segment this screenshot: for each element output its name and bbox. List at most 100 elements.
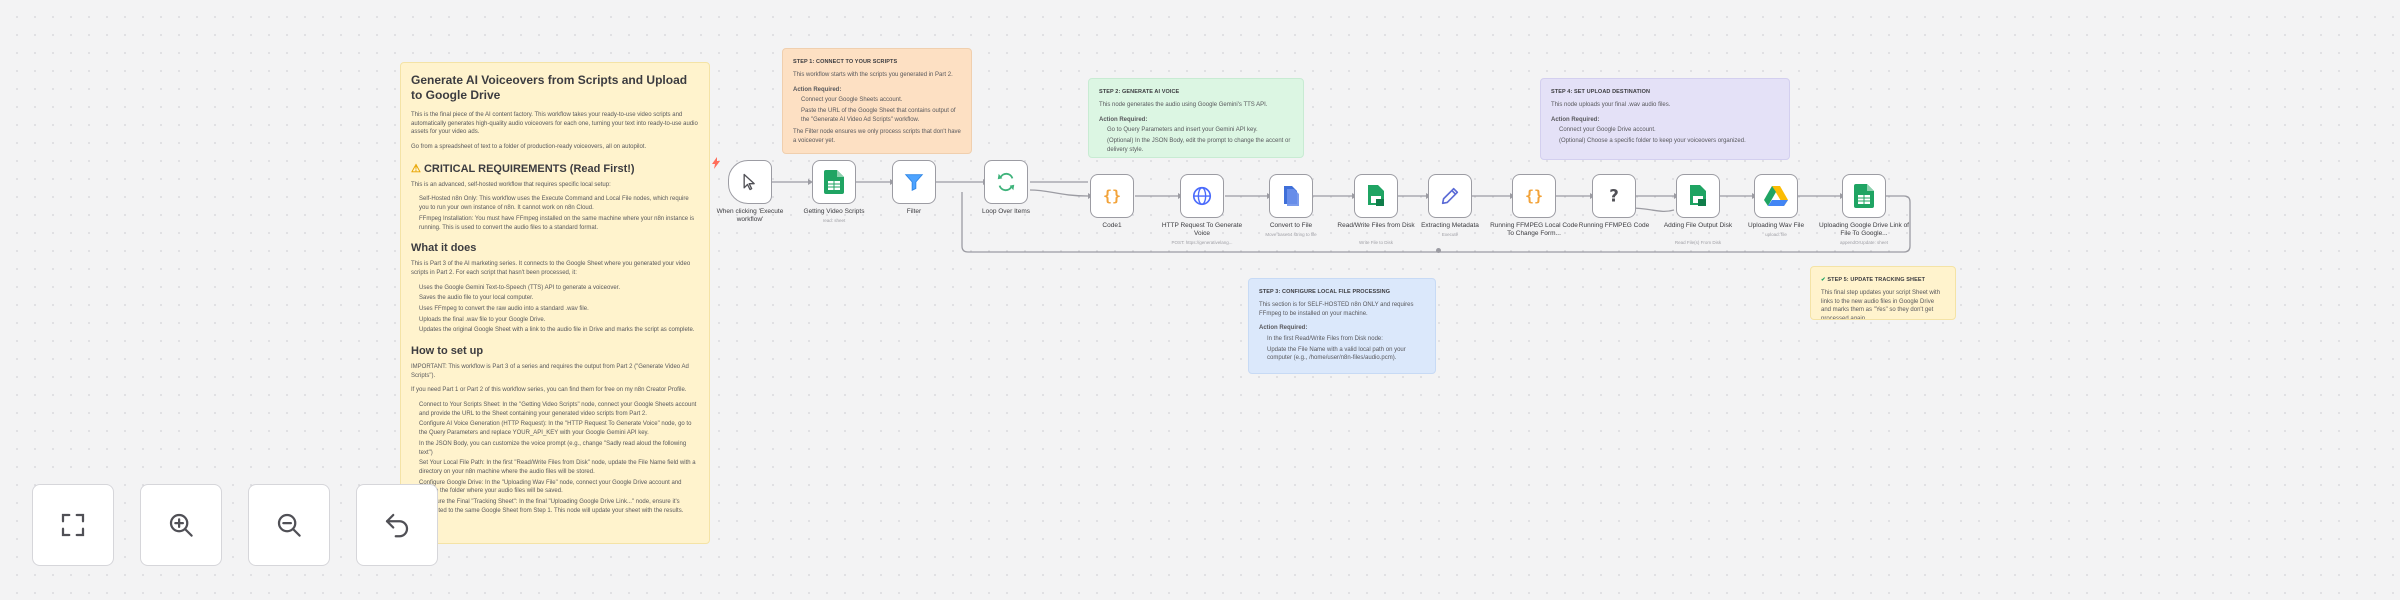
setup-item: Set Your Local File Path: In the first "… [419, 460, 696, 475]
node-label: When clicking 'Execute workflow' [716, 208, 784, 223]
step5-sticky-note[interactable]: ✔ STEP 5: UPDATE TRACKING SHEET This fin… [1810, 266, 1956, 320]
step3-sticky-note[interactable]: STEP 3: CONFIGURE LOCAL FILE PROCESSING … [1248, 278, 1436, 374]
node-label: Adding File Output Disk [1663, 222, 1733, 229]
code-icon: {} [1525, 187, 1543, 205]
node-http-request[interactable] [1180, 174, 1224, 218]
node-label: Getting Video Scripts [803, 208, 865, 215]
step2-sticky-note[interactable]: STEP 2: GENERATE AI VOICE This node gene… [1088, 78, 1304, 158]
step2-item: (Optional) In the JSON Body, edit the pr… [1107, 138, 1291, 153]
google-sheets-icon [824, 170, 844, 194]
step1-heading: STEP 1: CONNECT TO YOUR SCRIPTS [793, 59, 898, 65]
critical-item: Self-Hosted n8n Only: This workflow uses… [419, 196, 689, 212]
critical-intro: This is an advanced, self-hosted workflo… [411, 181, 611, 188]
google-drive-icon [1764, 186, 1788, 206]
code-icon: {} [1103, 187, 1121, 205]
convert-file-icon [1284, 186, 1299, 206]
what-item: Uses FFmpeg to convert the raw audio int… [419, 305, 589, 312]
step1-sticky-note[interactable]: STEP 1: CONNECT TO YOUR SCRIPTS This wor… [782, 48, 972, 154]
step5-text: This final step updates your script Shee… [1821, 290, 1941, 320]
node-label: Convert to File [1269, 222, 1313, 229]
node-extracting-metadata[interactable] [1428, 174, 1472, 218]
what-item: Saves the audio file to your local compu… [419, 295, 534, 302]
node-uploading-drive-link[interactable] [1842, 174, 1886, 218]
node-loop-over-items[interactable] [984, 160, 1028, 204]
node-running-ffmpeg-local[interactable]: {} [1512, 174, 1556, 218]
node-adding-file-output[interactable] [1676, 174, 1720, 218]
node-label: Loop Over Items [981, 208, 1031, 215]
node-label: Uploading Wav File [1747, 222, 1805, 229]
step5-title: STEP 5: UPDATE TRACKING SHEET [1827, 277, 1926, 283]
cursor-icon [743, 173, 755, 191]
setup-item: Configure AI Voice Generation (HTTP Requ… [419, 421, 692, 437]
setup-item: Configure the Final "Tracking Sheet": In… [419, 498, 684, 514]
node-label: Code1 [1102, 222, 1122, 229]
node-label: Filter [906, 208, 922, 215]
step2-item: Go to Query Parameters and insert your G… [1107, 127, 1258, 134]
step3-item: Update the File Name with a valid local … [1267, 346, 1406, 362]
file-disk-icon [1368, 185, 1384, 206]
checkmark-icon: ✔ [1821, 277, 1826, 283]
node-read-write-files[interactable] [1354, 174, 1398, 218]
node-label: HTTP Request To Generate Voice [1161, 222, 1243, 237]
critical-heading: ⚠ CRITICAL REQUIREMENTS (Read First!) [411, 162, 699, 175]
zoom-in-button[interactable] [140, 484, 222, 566]
undo-icon [385, 513, 409, 538]
node-trigger[interactable] [728, 160, 772, 204]
output-handle[interactable] [1436, 248, 1441, 253]
pencil-icon [1441, 187, 1459, 205]
main-sticky-note[interactable]: Generate AI Voiceovers from Scripts and … [400, 62, 710, 544]
node-code1[interactable]: {} [1090, 174, 1134, 218]
what-item: Uses the Google Gemini Text-to-Speech (T… [419, 284, 620, 291]
loop-icon [997, 172, 1015, 192]
question-icon: ? [1609, 187, 1619, 206]
setup-item: Configure Google Drive: In the "Uploadin… [419, 479, 682, 495]
node-subtitle: Move base64 string to file [1265, 232, 1317, 237]
setup-note: If you need Part 1 or Part 2 of this wor… [411, 387, 687, 394]
setup-item: Connect to Your Scripts Sheet: In the "G… [419, 402, 697, 417]
what-item: Updates the original Google Sheet with a… [419, 327, 695, 334]
node-subtitle: POST: https://generativelang... [1171, 240, 1233, 245]
critical-title: CRITICAL REQUIREMENTS (Read First!) [423, 162, 635, 175]
node-running-ffmpeg-code[interactable]: ? [1592, 174, 1636, 218]
fit-view-button[interactable] [32, 484, 114, 566]
step1-text: This workflow starts with the scripts yo… [793, 72, 953, 78]
step3-action: Action Required: [1259, 325, 1308, 332]
main-intro-2: Go from a spreadsheet of text to a folde… [411, 144, 647, 151]
node-getting-video-scripts[interactable] [812, 160, 856, 204]
step3-text: This section is for SELF-HOSTED n8n ONLY… [1259, 302, 1414, 317]
node-label: Running FFMPEG Local Code To Change Form… [1490, 222, 1578, 237]
node-filter[interactable] [892, 160, 936, 204]
warning-icon: ⚠ [411, 162, 421, 175]
svg-text:?: ? [1609, 187, 1619, 206]
what-item: Uploads the final .wav file to your Goog… [419, 316, 546, 323]
step1-item: Connect your Google Sheets account. [801, 97, 903, 104]
node-convert-to-file[interactable] [1269, 174, 1313, 218]
step3-item: In the first Read/Write Files from Disk … [1267, 336, 1383, 343]
node-label: Read/Write Files from Disk [1337, 222, 1415, 229]
step4-heading: STEP 4: SET UPLOAD DESTINATION [1551, 89, 1651, 95]
node-subtitle: Read File(s) From Disk [1674, 240, 1722, 245]
node-subtitle: Write File to Disk [1359, 240, 1393, 245]
node-label: Uploading Google Drive Link of File To G… [1819, 222, 1909, 237]
undo-button[interactable] [356, 484, 438, 566]
node-subtitle: read: sheet [822, 218, 846, 223]
step3-heading: STEP 3: CONFIGURE LOCAL FILE PROCESSING [1259, 289, 1391, 295]
what-it-does-title: What it does [411, 242, 477, 255]
step4-item: Connect your Google Drive account. [1559, 127, 1656, 134]
node-subtitle: Execute [1441, 232, 1459, 237]
svg-text:{}: {} [1525, 187, 1543, 205]
zoom-out-icon [277, 513, 301, 537]
filter-icon [904, 174, 924, 191]
google-sheets-icon [1854, 184, 1874, 208]
node-uploading-wav-file[interactable] [1754, 174, 1798, 218]
node-label: Running FFMPEG Code [1578, 222, 1650, 229]
zoom-in-icon [169, 513, 193, 537]
step1-item: Paste the URL of the Google Sheet that c… [801, 108, 956, 123]
zoom-out-button[interactable] [248, 484, 330, 566]
step4-item: (Optional) Choose a specific folder to k… [1559, 138, 1746, 145]
step4-sticky-note[interactable]: STEP 4: SET UPLOAD DESTINATION This node… [1540, 78, 1790, 160]
globe-icon [1192, 186, 1212, 206]
file-disk-icon [1690, 185, 1706, 206]
main-sticky-title: Generate AI Voiceovers from Scripts and … [411, 73, 688, 102]
